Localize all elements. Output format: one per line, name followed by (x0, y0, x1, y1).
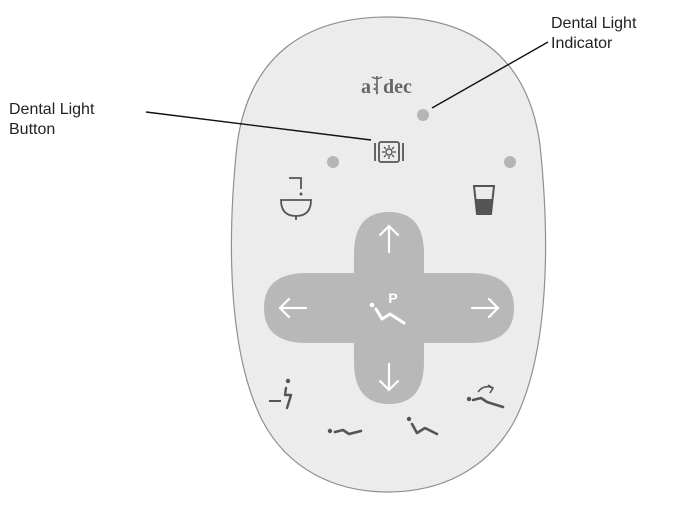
arrow-left-icon (278, 297, 308, 319)
right-indicator-led (504, 156, 516, 168)
left-indicator-led (327, 156, 339, 168)
caduceus-icon (371, 76, 383, 95)
reclined-position-icon (406, 416, 439, 436)
cuspidor-button[interactable] (278, 174, 314, 222)
dental-light-button-callout: Dental Light Button (9, 100, 94, 140)
dental-light-icon (374, 141, 404, 163)
last-position-icon (466, 384, 505, 409)
chair-program-button[interactable] (360, 282, 416, 330)
x-ray-position-icon (327, 428, 363, 436)
dental-light-button-leader-line (145, 111, 372, 141)
dental-light-indicator-led (417, 109, 429, 121)
chair-program-icon: P (369, 290, 406, 325)
callout-button-line2: Button (9, 121, 56, 138)
chair-down-button[interactable] (356, 346, 422, 402)
dental-light-indicator-leader-line (431, 41, 549, 109)
brand-text-right: dec (383, 76, 412, 98)
directional-pad (264, 212, 514, 404)
arrow-up-icon (378, 224, 400, 254)
cuspidor-icon (280, 177, 312, 220)
entry-exit-icon (269, 378, 293, 410)
callout-button-line1: Dental Light (9, 101, 95, 118)
brand-text-left: a (361, 76, 371, 98)
cup-fill-icon (472, 185, 496, 215)
last-position-button[interactable] (464, 380, 508, 412)
dental-light-button[interactable] (372, 138, 408, 166)
arrow-right-icon (470, 297, 500, 319)
chair-up-button[interactable] (356, 214, 422, 270)
entry-exit-button[interactable] (265, 376, 297, 412)
cup-fill-button[interactable] (470, 182, 498, 218)
back-left-button[interactable] (266, 275, 352, 341)
x-ray-position-button[interactable] (324, 420, 366, 442)
callout-indicator-line2: Indicator (551, 35, 613, 52)
reclined-position-button[interactable] (404, 414, 442, 440)
back-right-button[interactable] (426, 275, 512, 341)
callout-indicator-line1: Dental Light (551, 15, 637, 32)
chair-program-label: P (388, 290, 397, 306)
dental-light-indicator-callout: Dental Light Indicator (551, 14, 636, 54)
arrow-down-icon (378, 362, 400, 392)
adec-logo: a dec (361, 76, 412, 98)
